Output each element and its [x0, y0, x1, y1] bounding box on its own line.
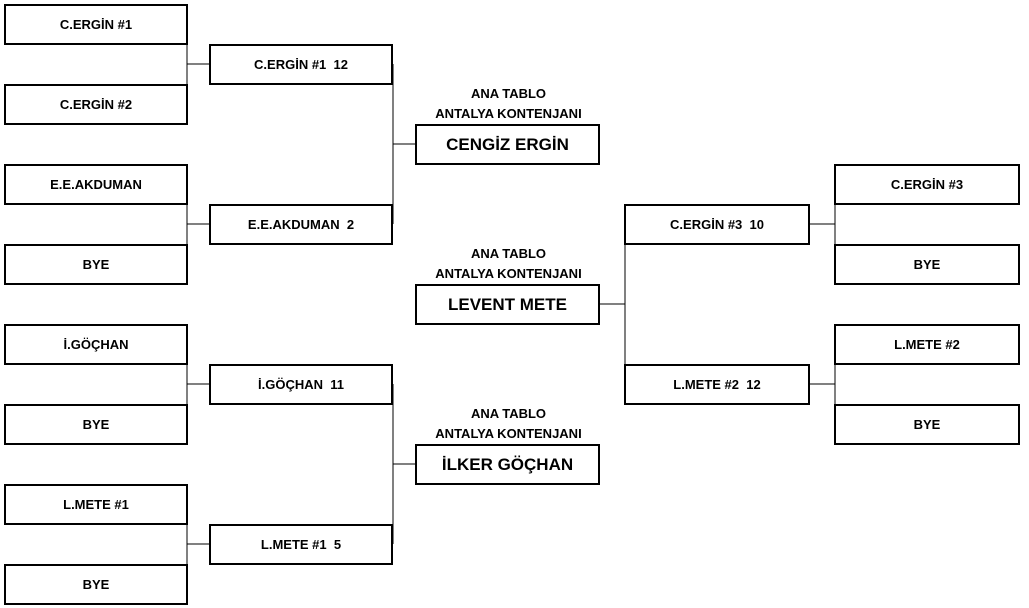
final-1-title: ANA TABLO ANTALYA KONTENJANI — [416, 84, 601, 124]
left-r2-slot-4: L.METE #1 5 — [209, 524, 393, 565]
left-r1-slot-1: C.ERGİN #1 — [4, 4, 188, 45]
right-r1-slot-2: BYE — [834, 244, 1020, 285]
final-3-title-line1: ANA TABLO — [470, 406, 547, 421]
final-2-title-line2: ANTALYA KONTENJANI — [435, 266, 582, 281]
right-r1-slot-1: C.ERGİN #3 — [834, 164, 1020, 205]
left-r1-slot-7: L.METE #1 — [4, 484, 188, 525]
final-1-title-line2: ANTALYA KONTENJANI — [435, 106, 582, 121]
final-1-title-line1: ANA TABLO — [470, 86, 547, 101]
left-r1-slot-3: E.E.AKDUMAN — [4, 164, 188, 205]
left-r1-slot-2: C.ERGİN #2 — [4, 84, 188, 125]
left-r1-slot-6: BYE — [4, 404, 188, 445]
left-r1-slot-5: İ.GÖÇHAN — [4, 324, 188, 365]
final-2-winner: LEVENT METE — [415, 284, 600, 325]
left-r2-slot-3: İ.GÖÇHAN 11 — [209, 364, 393, 405]
left-r1-slot-4: BYE — [4, 244, 188, 285]
final-3-title: ANA TABLO ANTALYA KONTENJANI — [416, 404, 601, 444]
final-2-title-line1: ANA TABLO — [470, 246, 547, 261]
right-r2-slot-1: C.ERGİN #3 10 — [624, 204, 810, 245]
left-r2-slot-1: C.ERGİN #1 12 — [209, 44, 393, 85]
final-3-title-line2: ANTALYA KONTENJANI — [435, 426, 582, 441]
final-1-winner: CENGİZ ERGİN — [415, 124, 600, 165]
final-3-winner: İLKER GÖÇHAN — [415, 444, 600, 485]
right-r1-slot-3: L.METE #2 — [834, 324, 1020, 365]
final-2-title: ANA TABLO ANTALYA KONTENJANI — [416, 244, 601, 284]
right-r1-slot-4: BYE — [834, 404, 1020, 445]
right-r2-slot-2: L.METE #2 12 — [624, 364, 810, 405]
left-r1-slot-8: BYE — [4, 564, 188, 605]
left-r2-slot-2: E.E.AKDUMAN 2 — [209, 204, 393, 245]
